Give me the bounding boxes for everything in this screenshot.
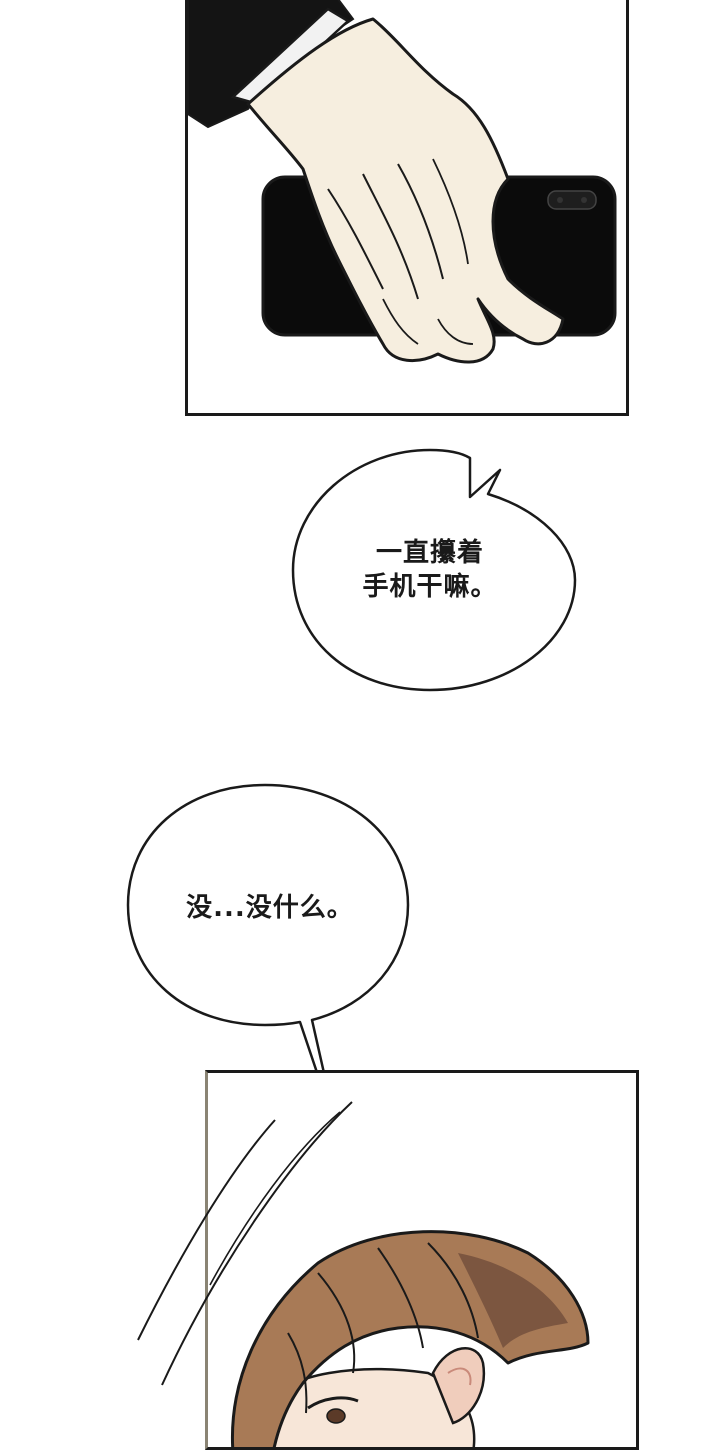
- comic-panel-hand-phone: [185, 0, 629, 416]
- speech-bubble-2-text: 没...没什么。: [160, 891, 380, 925]
- character-head-illustration: [230, 1230, 590, 1447]
- bubble-1-line-1: 一直攥着: [375, 538, 484, 568]
- bubble-2-line-1: 没...没什么。: [186, 893, 354, 923]
- bubble-1-line-2: 手机干嘛。: [362, 572, 498, 602]
- hand-phone-illustration: [188, 0, 617, 364]
- comic-panel-character: [205, 1070, 639, 1450]
- speech-bubble-1-text: 一直攥着 手机干嘛。: [330, 536, 530, 604]
